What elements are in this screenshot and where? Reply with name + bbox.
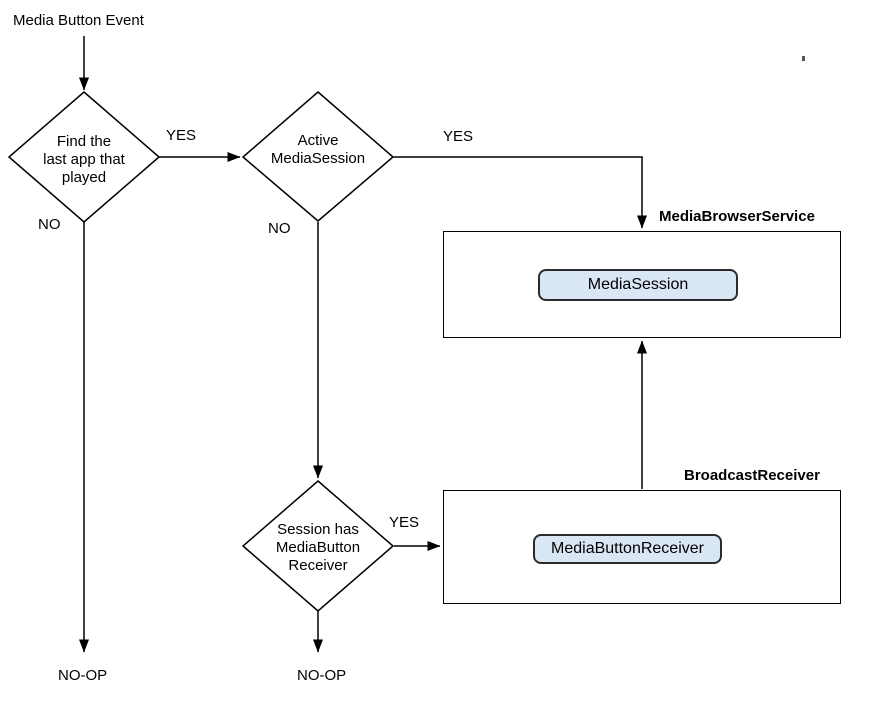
decision-text-active-media-session: Active MediaSession xyxy=(270,132,366,167)
start-label: Media Button Event xyxy=(13,12,144,29)
arrow-yes-active-session-to-media-browser-service xyxy=(393,156,647,229)
media-session-node: MediaSession xyxy=(538,269,738,301)
decision-diamond-session-has-receiver xyxy=(241,480,395,612)
branch-label-yes-3: YES xyxy=(389,514,420,531)
broadcast-receiver-title: BroadcastReceiver xyxy=(684,467,820,484)
decision-diamond-active-media-session xyxy=(241,91,395,222)
branch-label-yes-2: YES xyxy=(443,128,474,145)
media-button-receiver-node: MediaButtonReceiver xyxy=(533,534,722,564)
decision-diamond-find-last-app xyxy=(7,91,161,223)
branch-label-no-1: NO xyxy=(38,216,61,233)
decision-text-find-last-app: Find the last app that played xyxy=(43,133,125,186)
branch-label-yes-1: YES xyxy=(166,127,197,144)
noop-terminal-left: NO-OP xyxy=(58,667,108,684)
media-browser-service-title: MediaBrowserService xyxy=(659,208,815,225)
noop-terminal-right: NO-OP xyxy=(297,667,347,684)
decision-text-session-has-receiver: Session has MediaButton Receiver xyxy=(275,521,361,574)
artifact-dot xyxy=(802,56,805,61)
branch-label-no-2: NO xyxy=(268,220,291,237)
